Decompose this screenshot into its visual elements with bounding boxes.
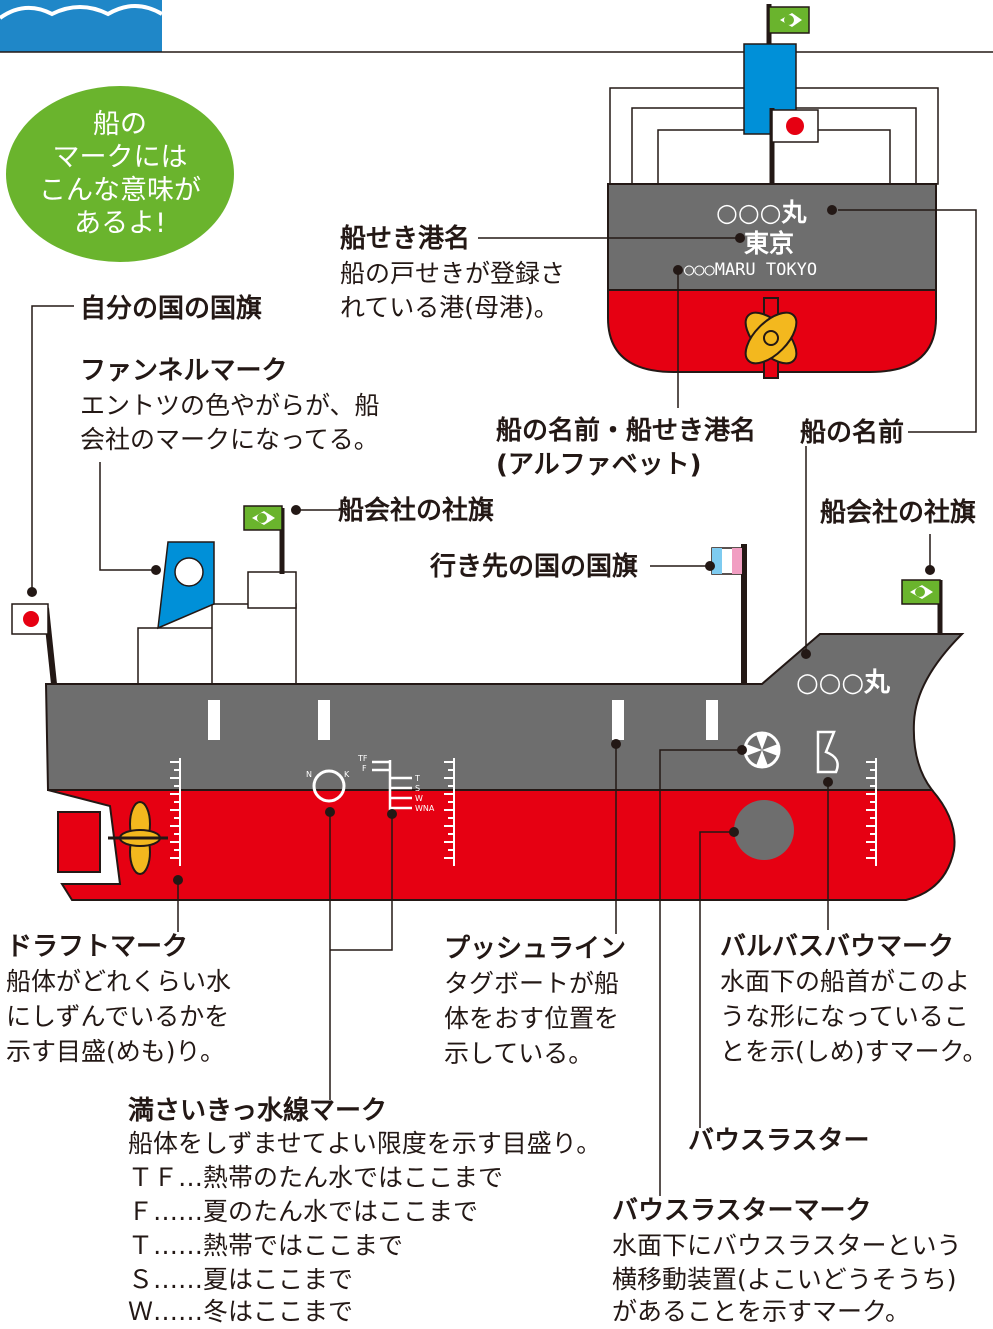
company-flag-right-title: 船会社の社旗 [820, 498, 977, 528]
load-line-mark: TF F T S W WNA N K [306, 754, 435, 813]
ll-code-t: T [414, 774, 420, 783]
load-line-desc-line: Ｗ……冬はここまで [128, 1297, 354, 1326]
push-line-desc-line: 示している。 [444, 1039, 594, 1068]
stern-view [607, 4, 939, 379]
ll-code-s: S [415, 784, 420, 793]
ll-code-w: W [415, 794, 423, 803]
funnel-mark-title: ファンネルマーク [80, 356, 288, 386]
load-line-desc-line: ＴＦ…熱帯のたん水ではここまで [128, 1163, 504, 1192]
name-port-alpha-title-line: (アルファベット) [496, 450, 702, 480]
bubble-line: 船の [93, 109, 147, 140]
load-line-desc-line: 船体をしずませてよい限度を示す目盛り。 [128, 1129, 602, 1158]
draft-mark-title: ドラフトマーク [6, 932, 189, 962]
push-line-title: プッシュライン [444, 934, 627, 964]
load-line-title: 満さいきっ水線マーク [128, 1096, 387, 1126]
bubble-line: こんな意味が [39, 175, 201, 206]
bow-thruster-mark-desc-line: 横移動装置(よこいどうそうち) [612, 1265, 957, 1294]
leader-dots [27, 205, 935, 885]
load-line-desc-line: Ｔ……熱帯ではここまで [128, 1231, 404, 1260]
push-lines [208, 700, 718, 740]
header-wave-decoration [0, 0, 993, 53]
bow-thruster-mark [743, 731, 781, 769]
load-line-desc-line: Ｓ……夏はここまで [128, 1265, 354, 1294]
load-line-desc-line: Ｆ……夏のたん水ではここまで [128, 1197, 479, 1226]
bulbous-bow-desc-line: 水面下の船首がこのよ [720, 967, 971, 996]
funnel-mark-desc-line: 会社のマークになってる。 [80, 425, 379, 454]
bow-thruster-mark-desc-line: があることを示すマーク。 [612, 1297, 911, 1326]
bow-thruster-title: バウスラスター [688, 1126, 870, 1156]
push-line-desc-line: タグボートが船 [444, 969, 620, 998]
own-flag-title: 自分の国の国旗 [80, 294, 263, 324]
ll-code-k: K [344, 770, 350, 779]
funnel-mark-desc-line: エントツの色やがらが、船 [80, 391, 380, 420]
destination-flag-title: 行き先の国の国旗 [430, 552, 639, 582]
company-flag-left-title: 船会社の社旗 [338, 496, 495, 526]
bubble-line: あるよ! [74, 208, 166, 239]
bulbous-bow-mark [816, 730, 839, 774]
port-of-registry-title: 船せき港名 [340, 224, 471, 254]
stern-ship-name: ○○○丸 [716, 198, 807, 227]
intro-bubble: 船の マークには こんな意味が あるよ! [6, 86, 234, 262]
bow-ship-name: ○○○丸 [796, 668, 891, 698]
draft-mark-desc-line: にしずんでいるかを [6, 1002, 230, 1031]
bulbous-bow-desc-line: うな形になっているこ [720, 1002, 969, 1031]
bow-thruster [734, 800, 794, 860]
bubble-line: マークには [52, 142, 188, 173]
ship-side-view: TF F T S W WNA N K [11, 505, 965, 901]
leader-lines [31, 209, 977, 1196]
port-of-registry-desc-line: 船の戸せきが登録さ [340, 259, 566, 288]
stern-propeller [744, 311, 798, 365]
bow-thruster-mark-title: バウスラスターマーク [612, 1196, 872, 1226]
ll-code-f: F [362, 764, 367, 773]
ship-name-title: 船の名前 [800, 418, 905, 448]
name-port-alpha-title-line: 船の名前・船せき港名 [496, 416, 757, 446]
stern-roman-name: ○○○MARU TOKYO [684, 260, 818, 280]
ll-code-wna: WNA [415, 804, 435, 813]
stern-propeller-side [108, 801, 168, 875]
draft-mark-desc-line: 船体がどれくらい水 [6, 967, 232, 996]
bow-thruster-mark-desc-line: 水面下にバウスラスターという [612, 1231, 962, 1260]
draft-marks [170, 758, 877, 866]
draft-mark-desc-line: 示す目盛(めも)り。 [6, 1037, 226, 1066]
bulbous-bow-title: バルバスバウマーク [720, 932, 955, 962]
ll-code-n: N [306, 770, 312, 779]
port-of-registry-desc-line: れている港(母港)。 [340, 293, 559, 322]
ll-code-tf: TF [357, 754, 368, 763]
stern-port-name: 東京 [744, 229, 795, 258]
bulbous-bow-desc-line: とを示(しめ)すマーク。 [720, 1037, 988, 1066]
push-line-desc-line: 体をおす位置を [444, 1004, 620, 1033]
